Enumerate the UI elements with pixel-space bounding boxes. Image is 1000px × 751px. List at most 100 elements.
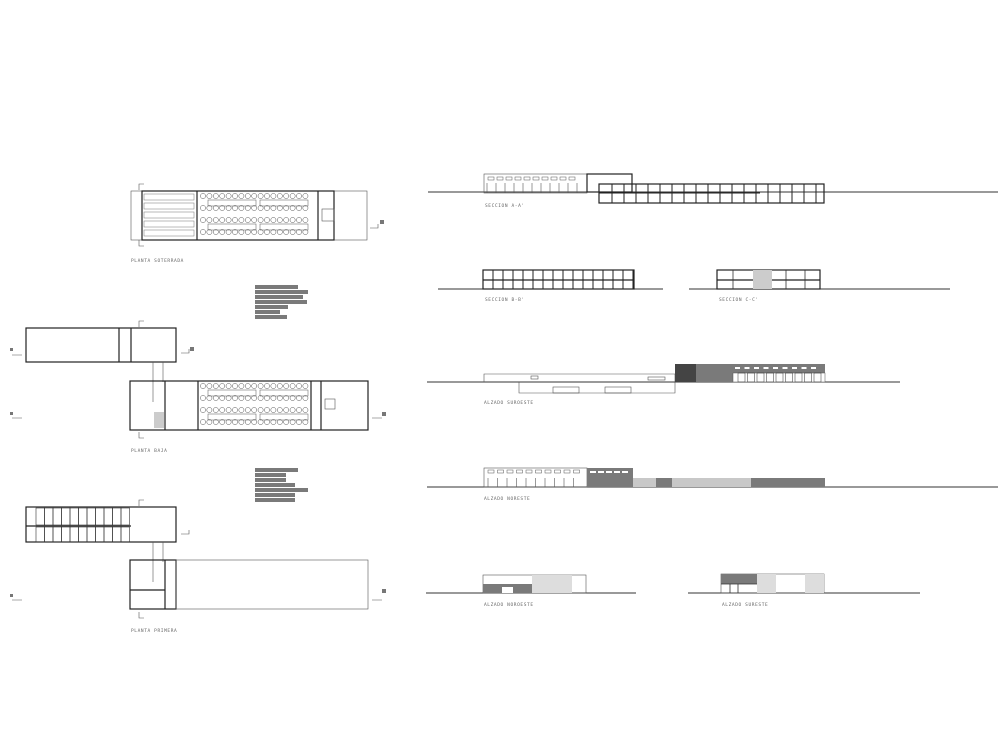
seat (232, 229, 238, 235)
seat (225, 205, 232, 211)
row-table (207, 389, 257, 397)
opening (794, 372, 803, 383)
elevation-southwest: ALZADO SUROESTE (427, 364, 900, 406)
opening (766, 372, 774, 383)
seat (206, 229, 213, 235)
seating-row (143, 193, 195, 201)
seat (219, 383, 226, 389)
seat (289, 229, 296, 235)
seat (200, 193, 206, 199)
room (120, 507, 130, 526)
seat (296, 205, 302, 211)
seat (200, 205, 206, 211)
window (535, 469, 542, 474)
opening (747, 372, 755, 383)
seat (276, 205, 283, 211)
elevation-southeast-label: ALZADO SURESTE (722, 602, 768, 608)
seat (276, 383, 283, 389)
window (541, 176, 549, 181)
seat (296, 217, 302, 223)
elevation-northwest-label: ALZADO NOROESTE (484, 602, 534, 608)
seat (257, 407, 264, 413)
seat (238, 419, 245, 425)
window (744, 367, 750, 369)
window (496, 176, 504, 181)
seat (276, 407, 283, 413)
section-aa-label: SECCION A-A' (485, 203, 525, 209)
seat (289, 205, 296, 211)
seat (283, 229, 290, 235)
window (487, 176, 495, 181)
room (78, 507, 88, 526)
seat (264, 395, 270, 401)
row-table (207, 223, 257, 231)
window (598, 471, 604, 473)
room (52, 507, 62, 526)
seat (244, 193, 251, 199)
window (606, 471, 612, 473)
seat (238, 383, 245, 389)
seat (264, 229, 270, 235)
room (69, 507, 79, 526)
seat (264, 407, 270, 413)
seat (244, 205, 251, 211)
seat (232, 217, 238, 223)
section-cc: SECCION C-C' (689, 269, 950, 303)
seat (302, 383, 309, 389)
seat (244, 419, 251, 425)
elevation-northwest: ALZADO NOROESTE (426, 574, 636, 608)
room (44, 526, 54, 543)
seat (225, 229, 232, 235)
window (497, 469, 504, 474)
seat (264, 205, 270, 211)
room (52, 526, 62, 543)
window (614, 471, 620, 473)
room (95, 507, 105, 526)
seat (212, 395, 219, 401)
opening (737, 372, 746, 383)
seat (251, 217, 258, 223)
seat (206, 407, 213, 413)
seat (212, 205, 219, 211)
window (773, 367, 778, 369)
seat (206, 217, 213, 223)
seat (238, 193, 245, 199)
seat (225, 395, 232, 401)
seat (289, 193, 296, 199)
seat (270, 217, 277, 223)
seat (283, 395, 290, 401)
seat (244, 217, 251, 223)
seat (276, 229, 283, 235)
seat (296, 383, 302, 389)
seat (238, 229, 245, 235)
row-table (259, 223, 309, 231)
seat (200, 383, 206, 389)
seat (225, 419, 232, 425)
room (78, 526, 88, 543)
plan-basement-label: PLANTA SOTERRADA (131, 258, 184, 264)
seat (276, 193, 283, 199)
window (525, 469, 533, 474)
seat (251, 229, 258, 235)
seat (296, 407, 302, 413)
room (120, 526, 130, 543)
seat (244, 383, 251, 389)
seat (302, 229, 309, 235)
seat (302, 205, 309, 211)
seat (238, 395, 245, 401)
seat (270, 419, 277, 425)
seat (225, 383, 232, 389)
room (103, 507, 113, 526)
window (590, 471, 596, 473)
row-table (207, 199, 257, 207)
window (550, 176, 558, 181)
window (811, 367, 816, 369)
room (112, 507, 122, 526)
seat (206, 419, 213, 425)
window (735, 367, 740, 369)
seating-row (143, 211, 195, 219)
window (622, 471, 628, 473)
plan-ground-floor: PLANTA BAJA (10, 320, 386, 454)
seat (283, 193, 290, 199)
plan-ground-floor-label: PLANTA BAJA (131, 448, 167, 454)
